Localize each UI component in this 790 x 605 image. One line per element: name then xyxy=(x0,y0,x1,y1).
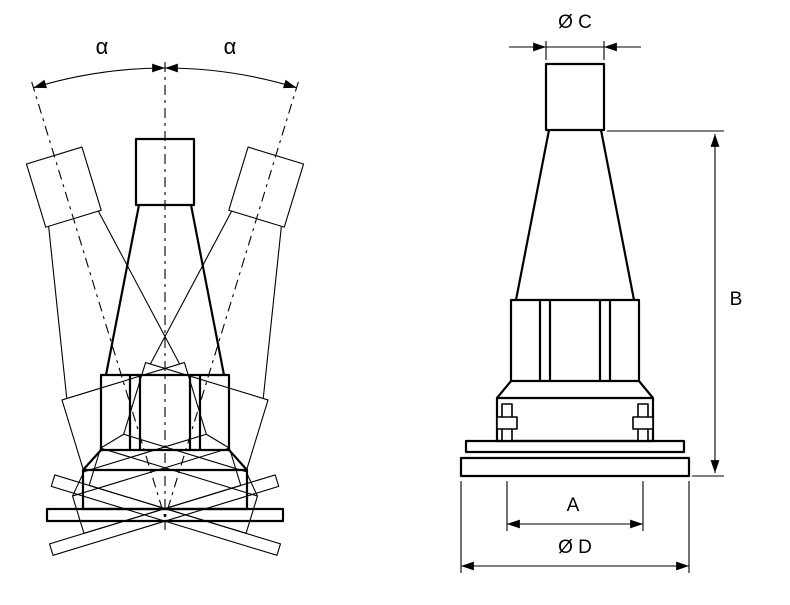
cone-right-line xyxy=(189,204,226,376)
flange-plate-lower xyxy=(459,456,691,478)
cone-left-line xyxy=(104,204,141,376)
flare-left-line xyxy=(82,449,102,471)
dim-label-top-diameter: Ø C xyxy=(558,12,592,33)
dim-label-base-diameter: Ø D xyxy=(558,537,592,558)
flange-plate-upper xyxy=(464,439,686,454)
ghost-cone-right-line xyxy=(97,210,181,365)
ghost-centerline xyxy=(31,81,166,519)
ribbed-block xyxy=(509,298,641,383)
bolt-left xyxy=(496,403,518,442)
dimension-spacing: A xyxy=(506,481,644,531)
bolt-nut xyxy=(632,416,654,430)
flare-right-line xyxy=(638,380,654,399)
ghost-centerline xyxy=(164,81,299,519)
left-view: α α xyxy=(25,34,305,556)
ribbed-block xyxy=(99,373,231,452)
bolt-right xyxy=(632,403,654,442)
flare-left-line xyxy=(496,380,512,399)
dimension-top-diameter: Ø C xyxy=(509,12,641,60)
tilt-ghost-left xyxy=(25,81,280,556)
ghost-ribbed-block xyxy=(123,361,269,473)
ghost-ribbed-block xyxy=(61,361,207,473)
ghost-cone-left-line xyxy=(149,210,233,365)
cone-left-line xyxy=(514,129,551,301)
dimension-base-diameter: Ø D xyxy=(460,481,690,573)
dim-label-spacing: A xyxy=(567,495,580,516)
ghost-stub-outline xyxy=(228,146,305,228)
angle-arc-left xyxy=(33,63,166,89)
dim-label-height: B xyxy=(730,289,743,310)
stub-outline xyxy=(544,62,606,132)
angle-label-right: α xyxy=(224,34,237,59)
right-view-body xyxy=(459,62,691,478)
angle-dimension: α α xyxy=(33,34,297,89)
cone-right-line xyxy=(599,129,636,301)
ghost-cone-left-line xyxy=(48,226,68,399)
right-view: Ø C B A Ø D xyxy=(459,12,743,573)
ghost-flare-left xyxy=(100,433,124,449)
dimension-height: B xyxy=(607,130,743,477)
bolt-nut xyxy=(496,416,518,430)
ghost-stub-outline xyxy=(25,146,102,228)
base-block xyxy=(495,396,655,443)
angle-label-left: α xyxy=(96,34,109,59)
flare-right-line xyxy=(228,449,248,471)
ghost-flare-right xyxy=(206,433,230,449)
tilt-ghost-right xyxy=(50,81,305,556)
angle-arc-right xyxy=(164,63,297,89)
ghost-cone-right-line xyxy=(262,226,282,399)
